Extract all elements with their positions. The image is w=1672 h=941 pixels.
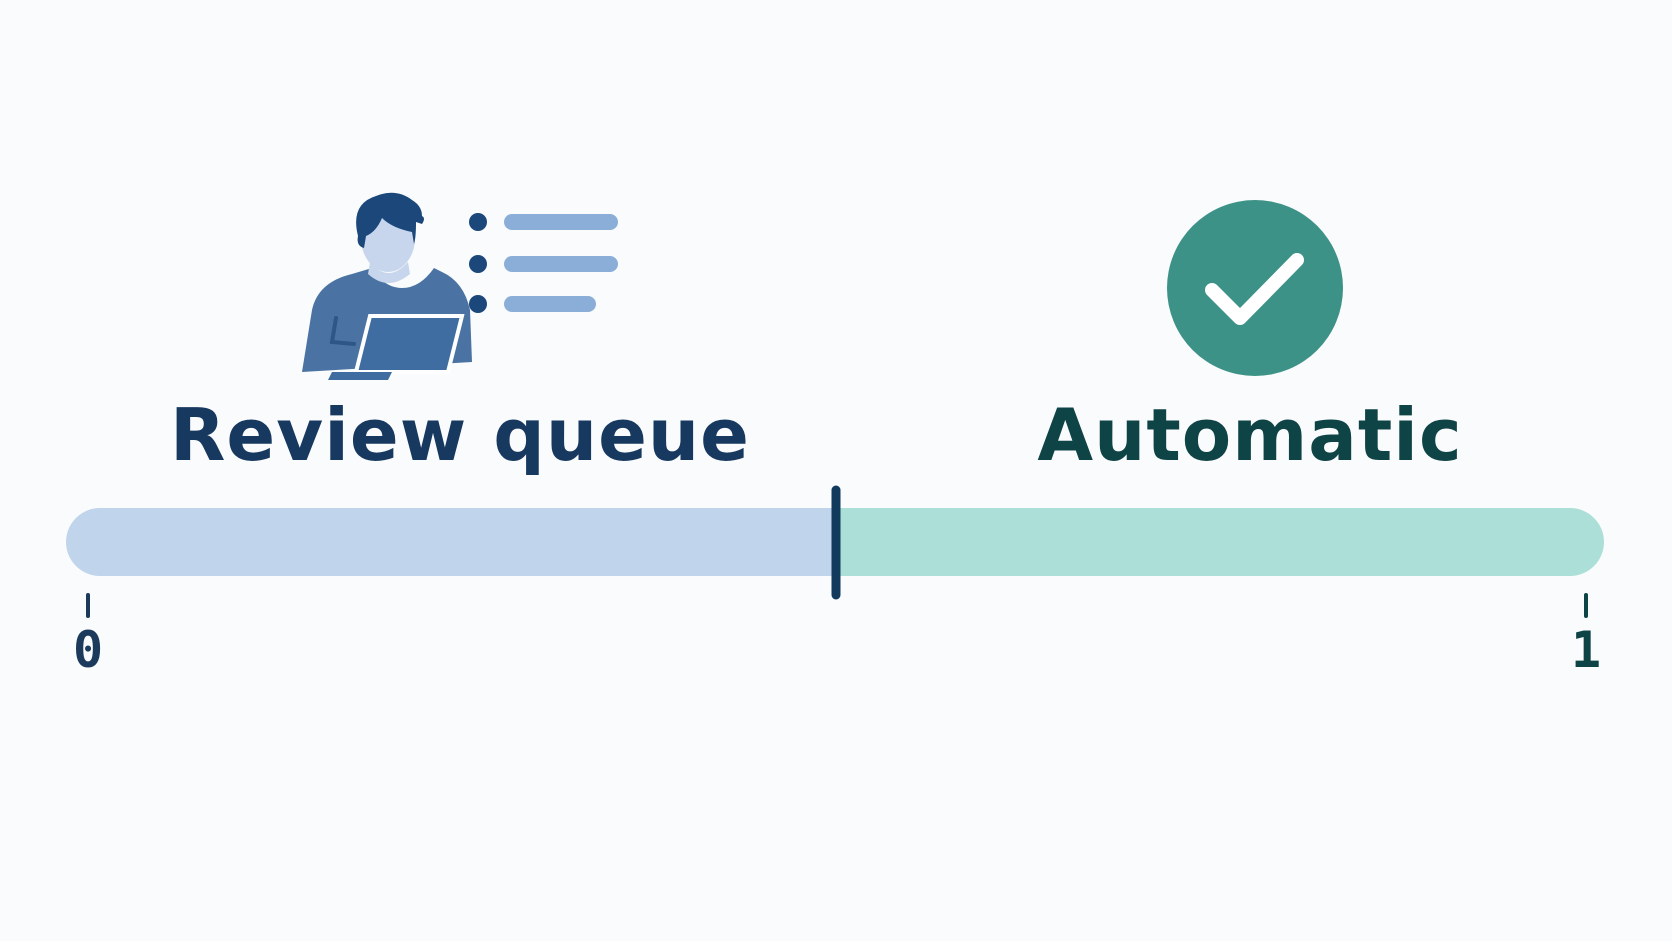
list-bullet-icon — [469, 255, 487, 273]
scale-max-label: 1 — [1570, 621, 1602, 679]
list-line-icon — [504, 296, 596, 312]
automatic-zone-track — [836, 508, 1604, 576]
person-with-laptop-and-list-icon — [302, 192, 618, 380]
review-zone-track — [66, 508, 870, 576]
list-bullet-icon — [469, 213, 487, 231]
person-hair-icon — [356, 192, 424, 248]
list-line-icon — [504, 256, 618, 272]
laptop-icon — [353, 314, 465, 374]
automatic-label: Automatic — [1037, 393, 1463, 477]
scale-min-label: 0 — [72, 621, 104, 679]
review-queue-label: Review queue — [169, 393, 751, 477]
check-circle-icon — [1167, 200, 1343, 376]
automatic-zone-track — [836, 508, 872, 576]
list-line-icon — [504, 214, 618, 230]
checkmark-icon — [1205, 253, 1304, 325]
list-bullet-icon — [469, 295, 487, 313]
